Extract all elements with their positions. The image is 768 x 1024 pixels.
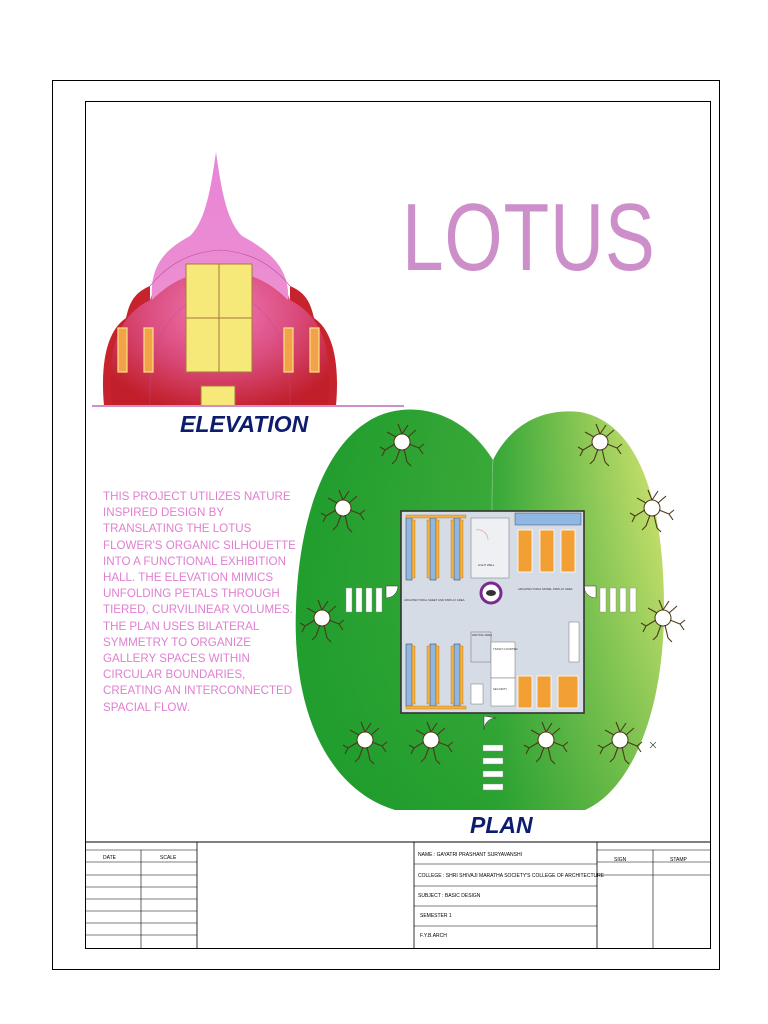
plan-room-sheet-display: ARCHITECTURAL SHEET AND DISPLAY AREA — [404, 598, 465, 602]
plan-room-security: SECURITY — [493, 687, 507, 691]
sheet-inner-border — [85, 101, 711, 949]
date-label: DATE — [103, 855, 116, 861]
sheet-outer-border — [52, 80, 720, 970]
plan-room-light-well: LIGHT WELL — [478, 563, 495, 567]
student-name: NAME : GAYATRI PRASHANT SURYAVANSHI — [418, 852, 523, 858]
semester-value: SEMESTER 1 — [420, 913, 452, 919]
project-description: THIS PROJECT UTILIZES NATURE INSPIRED DE… — [103, 490, 296, 714]
plan-room-model-display: ARCHITECTURAL MODEL DISPLAY AREA — [518, 587, 573, 591]
plan-room-ticket: TICKET COUNTER — [493, 647, 518, 651]
subject-name: SUBJECT : BASIC DESIGN — [418, 893, 481, 899]
college-name: COLLEGE : SHRI SHIVAJI MARATHA SOCIETY'S… — [418, 873, 605, 879]
project-title: LOTUS — [402, 184, 656, 291]
scale-label: SCALE — [160, 855, 177, 861]
elevation-label: ELEVATION — [180, 411, 309, 437]
sign-label: SIGN — [614, 857, 627, 863]
plan-label: PLAN — [470, 812, 533, 838]
class-value: F.Y.B.ARCH — [420, 933, 447, 939]
stamp-label: STAMP — [670, 857, 687, 863]
plan-room-waiting: WAITING AREA — [472, 633, 492, 637]
